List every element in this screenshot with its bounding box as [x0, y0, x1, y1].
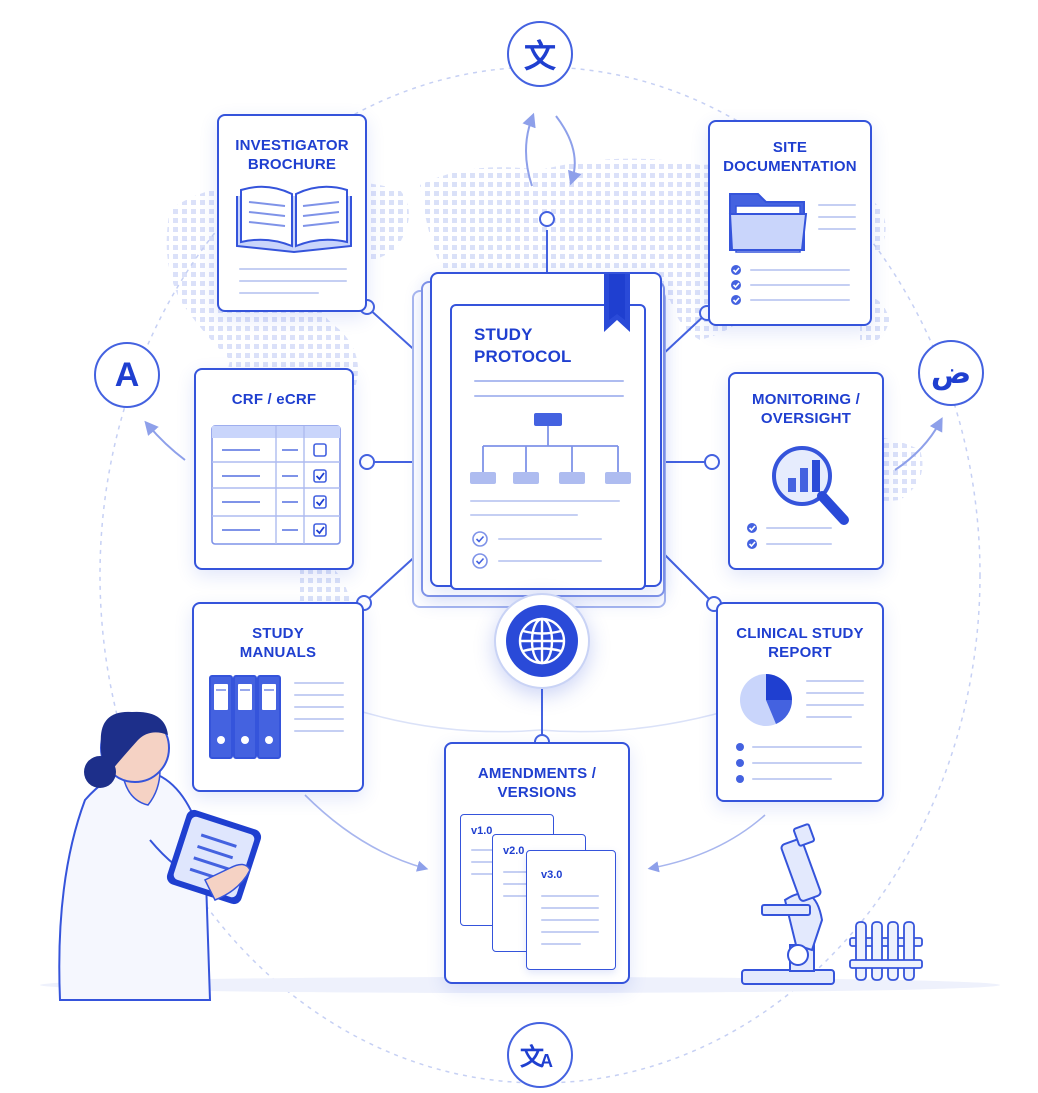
text-line: [750, 284, 850, 286]
text-line: [806, 704, 864, 706]
text-line: [541, 907, 599, 909]
language-badge-top: 文: [507, 21, 573, 87]
text-line: [752, 746, 862, 748]
text-line: [818, 228, 856, 230]
test-tubes-illustration: [849, 921, 923, 981]
text-line: [471, 861, 501, 863]
translate-icon: 文 A: [520, 1043, 553, 1071]
text-line: [806, 716, 852, 718]
text-line: [806, 680, 864, 682]
card-title: CLINICAL STUDY REPORT: [736, 625, 864, 661]
text-line: [471, 849, 501, 851]
card-study-protocol[interactable]: STUDY PROTOCOL: [430, 272, 662, 590]
version-label: v1.0: [471, 825, 493, 837]
arabic-letter-icon: ض: [930, 355, 972, 391]
text-line: [752, 778, 832, 780]
open-book-icon: [236, 185, 352, 254]
text-line: [818, 216, 856, 218]
text-line: [498, 538, 602, 540]
text-line: [541, 943, 581, 945]
text-line: [766, 527, 832, 529]
latin-letter-icon: A: [114, 355, 140, 394]
text-line: [752, 762, 862, 764]
globe-hub: [494, 593, 590, 689]
text-line: [474, 395, 624, 397]
text-line: [750, 299, 850, 301]
text-line: [239, 292, 319, 294]
card-amendments-versions[interactable]: AMENDMENTS / VERSIONS v1.0 v2.0 v3.0: [444, 742, 630, 984]
card-crf-ecrf[interactable]: CRF / eCRF: [194, 368, 354, 570]
card-study-manuals[interactable]: STUDY MANUALS: [192, 602, 364, 792]
text-line: [503, 883, 529, 885]
text-line: [503, 895, 529, 897]
text-line: [541, 919, 599, 921]
card-title: MONITORING / OVERSIGHT: [752, 391, 860, 427]
text-line: [806, 692, 864, 694]
text-line: [766, 543, 832, 545]
card-title: INVESTIGATOR BROCHURE: [235, 137, 349, 173]
text-line: [239, 280, 347, 282]
language-badge-right: ض: [918, 340, 984, 406]
scientist-illustration: [58, 711, 262, 1001]
text-line: [474, 380, 624, 382]
text-line: [750, 269, 850, 271]
text-line: [294, 730, 344, 732]
text-line: [294, 706, 344, 708]
card-title: SITE DOCUMENTATION: [723, 139, 857, 175]
language-badge-bottom: 文 A: [507, 1022, 573, 1088]
binders-icon: [209, 675, 281, 759]
text-line: [470, 514, 578, 516]
microscope-illustration: [741, 823, 835, 985]
text-line: [498, 560, 602, 562]
card-clinical-study-report[interactable]: CLINICAL STUDY REPORT: [716, 602, 884, 802]
form-table-icon: [211, 425, 341, 545]
version-doc-v3: v3.0: [526, 850, 616, 970]
text-line: [294, 694, 344, 696]
text-line: [503, 871, 529, 873]
card-title: CRF / eCRF: [231, 391, 317, 408]
text-line: [239, 268, 347, 270]
text-line: [294, 718, 344, 720]
card-title: STUDY MANUALS: [239, 625, 317, 661]
card-title: AMENDMENTS / VERSIONS: [477, 765, 597, 801]
text-line: [470, 500, 620, 502]
card-site-documentation[interactable]: SITE DOCUMENTATION: [708, 120, 872, 326]
globe-icon: [506, 605, 578, 677]
text-line: [818, 204, 856, 206]
text-line: [541, 895, 599, 897]
card-title: STUDY PROTOCOL: [474, 325, 572, 366]
text-line: [541, 931, 599, 933]
pie-chart-icon: [736, 674, 792, 783]
version-label: v2.0: [503, 845, 525, 857]
chinese-character-icon: 文: [523, 37, 556, 75]
card-monitoring-oversight[interactable]: MONITORING / OVERSIGHT: [728, 372, 884, 570]
card-investigator-brochure[interactable]: INVESTIGATOR BROCHURE: [217, 114, 367, 312]
version-label: v3.0: [541, 869, 563, 881]
text-line: [294, 682, 344, 684]
folder-icon: [728, 193, 808, 305]
text-line: [471, 873, 501, 875]
language-badge-left: A: [94, 342, 160, 408]
magnifier-chart-icon: [747, 446, 849, 549]
